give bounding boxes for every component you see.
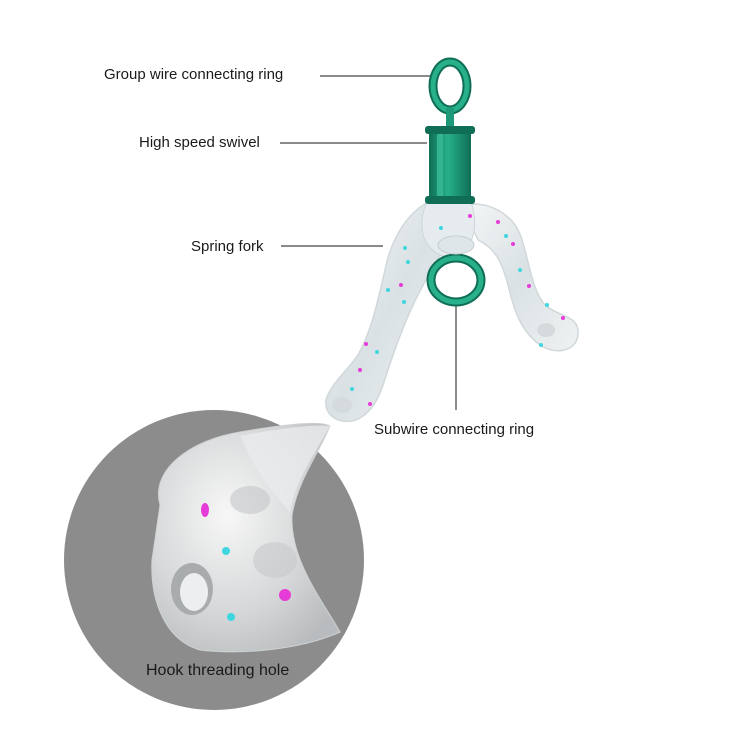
magenta-dot [527,284,531,288]
spring-fork [325,196,579,422]
cyan-dot [375,350,379,354]
cyan-dot [439,226,443,230]
magenta-dot [201,503,209,517]
cyan-dot [518,268,522,272]
group-wire-connecting-ring [428,57,472,126]
label-high-speed-swivel: High speed swivel [139,134,260,151]
magenta-dot [368,402,372,406]
cyan-dot [227,613,235,621]
label-spring-fork: Spring fork [191,238,264,255]
cyan-dot [222,547,230,555]
magenta-dot [561,316,565,320]
cyan-dot [350,387,354,391]
magenta-dot [364,342,368,346]
magenta-dot [279,589,291,601]
magenta-dot [496,220,500,224]
label-subwire-connecting-ring: Subwire connecting ring [374,421,535,438]
cyan-dot [504,234,508,238]
magenta-dot [511,242,515,246]
high-speed-swivel [425,126,475,204]
magenta-dot [399,283,403,287]
cyan-dot [406,260,410,264]
label-group-wire-connecting-ring: Group wire connecting ring [104,66,284,83]
magnified-fork-end [151,422,341,653]
label-hook-threading-hole: Hook threading hole [146,662,290,679]
cyan-dot [403,246,407,250]
magenta-dot [468,214,472,218]
cyan-dot [386,288,390,292]
cyan-dot [539,343,543,347]
subwire-connecting-ring [426,235,486,307]
cyan-dot [545,303,549,307]
cyan-dot [402,300,406,304]
magenta-dot [358,368,362,372]
